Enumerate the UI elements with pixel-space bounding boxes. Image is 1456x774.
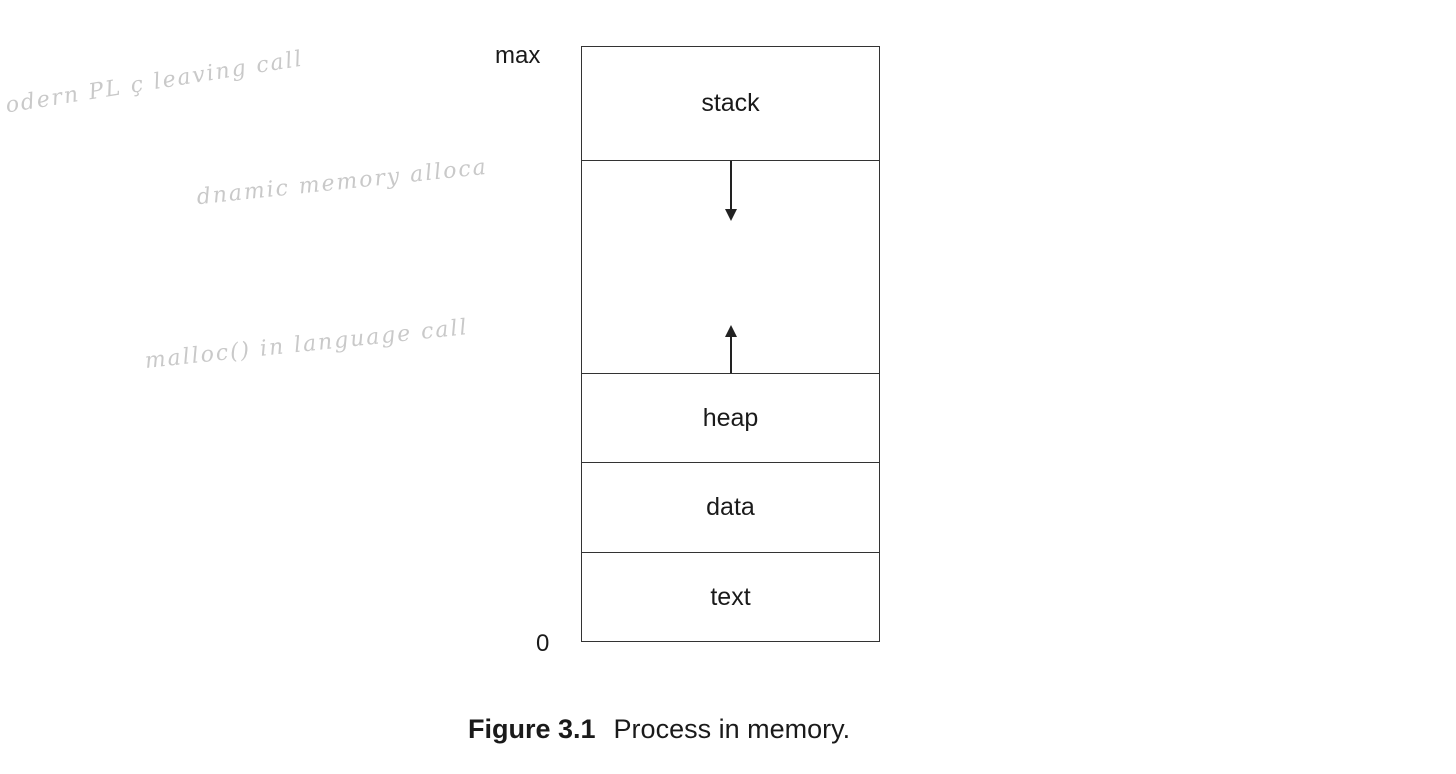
address-max-label: max	[495, 42, 541, 69]
figure-caption: Figure 3.1 Process in memory.	[468, 714, 850, 745]
handwritten-note: odern PL ç leaving call	[3, 46, 306, 119]
stack-segment: stack	[582, 47, 879, 161]
figure-number: Figure 3.1	[468, 714, 596, 744]
handwritten-note: malloc() in language call	[143, 315, 470, 374]
heap-label: heap	[702, 403, 759, 432]
process-memory-diagram: stack heap data text	[581, 46, 880, 642]
stack-growth-arrow-icon	[724, 161, 737, 221]
data-segment: data	[582, 463, 879, 553]
heap-growth-arrow-icon	[724, 325, 737, 373]
text-label: text	[710, 582, 751, 611]
stack-label: stack	[701, 89, 760, 117]
handwritten-note: dnamic memory alloca	[195, 154, 489, 211]
text-segment: text	[582, 553, 879, 641]
free-space-segment	[582, 161, 879, 373]
figure-caption-text: Process in memory.	[613, 714, 851, 744]
data-label: data	[706, 493, 755, 521]
heap-segment: heap	[582, 373, 879, 463]
address-zero-label: 0	[536, 630, 550, 657]
